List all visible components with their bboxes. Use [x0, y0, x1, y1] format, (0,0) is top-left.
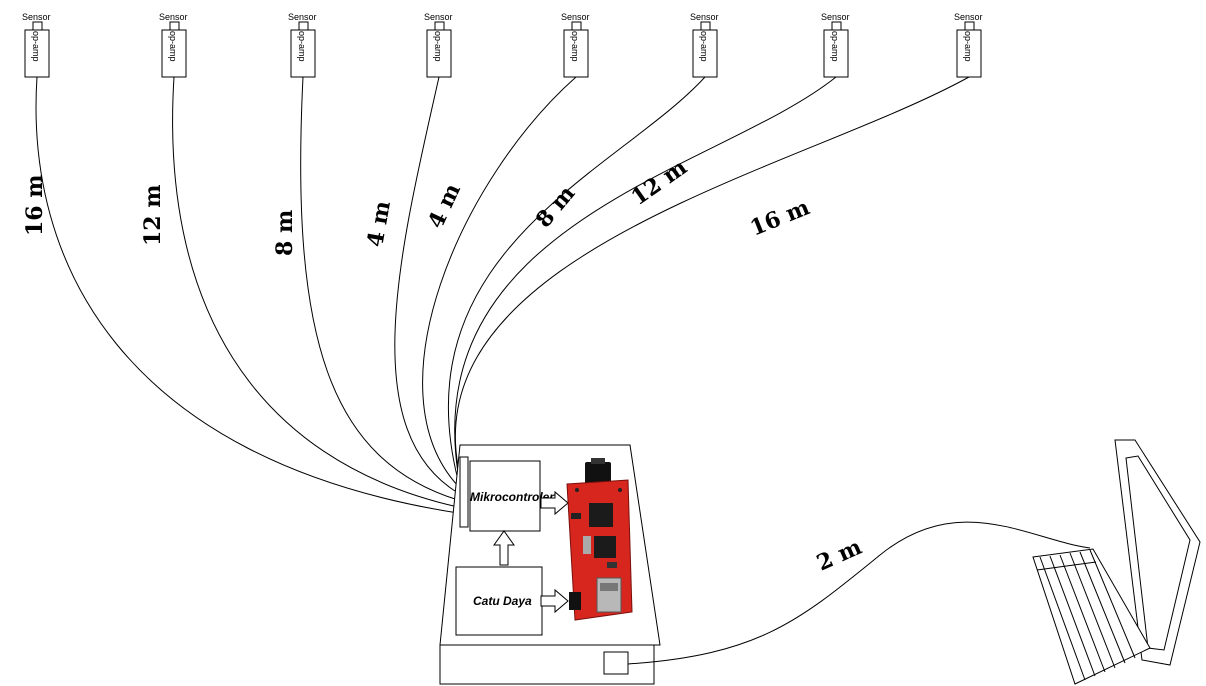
cable-5: [423, 77, 576, 486]
power-supply-label: Catu Daya: [473, 594, 532, 608]
opamp-label: op-amp: [297, 31, 307, 62]
sensor-module-6: Sensor op-amp: [690, 12, 719, 77]
sensor-label: Sensor: [690, 12, 719, 22]
power-supply-block: Catu Daya: [456, 567, 542, 635]
opamp-label: op-amp: [433, 31, 443, 62]
cable-3: [301, 77, 458, 500]
sensor-module-5: Sensor op-amp: [561, 12, 590, 77]
sensor-label: Sensor: [561, 12, 590, 22]
cable-1: [36, 77, 458, 513]
laptop-icon: [1033, 440, 1200, 684]
opamp-label: op-amp: [570, 31, 580, 62]
sensor-module-4: Sensor op-amp: [424, 12, 453, 77]
cable-8: [455, 77, 969, 466]
distance-label-3: 8 m: [272, 210, 298, 256]
distance-label-5: 4 m: [423, 180, 466, 233]
opamp-label: op-amp: [699, 31, 709, 62]
opamp-label: op-amp: [830, 31, 840, 62]
distance-label-1: 16 m: [22, 174, 48, 236]
opamp-label: op-amp: [963, 31, 973, 62]
opamp-label: op-amp: [168, 31, 178, 62]
sensor-module-1: Sensor op-amp: [22, 12, 51, 77]
sensor-label: Sensor: [821, 12, 850, 22]
distance-label-6: 8 m: [531, 181, 581, 233]
usb-port: [604, 652, 628, 674]
sensor-label: Sensor: [424, 12, 453, 22]
cable-2: [173, 77, 458, 507]
cable-7: [455, 77, 836, 473]
sensor-module-2: Sensor op-amp: [159, 12, 188, 77]
distance-label-4: 4 m: [362, 199, 396, 249]
sensor-module-8: Sensor op-amp: [954, 12, 983, 77]
sensor-label: Sensor: [954, 12, 983, 22]
distance-label-2: 12 m: [140, 184, 166, 246]
sensor-label: Sensor: [288, 12, 317, 22]
sensor-label: Sensor: [22, 12, 51, 22]
sensor-module-7: Sensor op-amp: [821, 12, 850, 77]
cable-4: [395, 77, 458, 493]
cable-6: [448, 77, 705, 480]
sensor-module-3: Sensor op-amp: [288, 12, 317, 77]
cable-connector: [460, 457, 468, 527]
distance-label-8: 16 m: [747, 194, 814, 241]
laptop-cable-distance-label: 2 m: [813, 534, 866, 577]
opamp-label: op-amp: [31, 31, 41, 62]
sensor-label: Sensor: [159, 12, 188, 22]
